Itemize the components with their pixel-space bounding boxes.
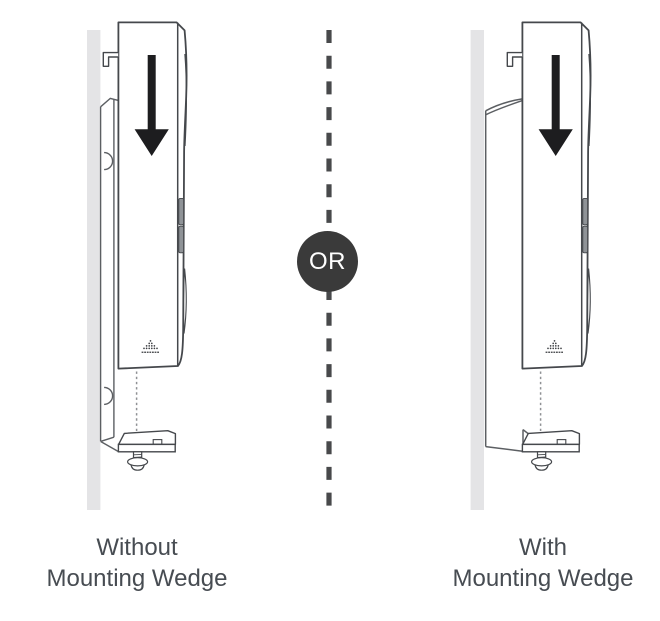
doorbell-device-left [102,21,188,472]
left-panel-illustration [87,21,188,510]
bracket-notch-upper [104,151,114,171]
doorbell-device-right [506,21,592,472]
caption-line-1: Without [96,534,178,561]
caption-line-2: Mounting Wedge [46,565,228,592]
bracket-notch-lower [104,386,114,406]
or-label: OR [309,247,346,275]
wall-strip-right [470,30,484,510]
caption-line-2: Mounting Wedge [452,565,634,592]
wall-strip-left [87,30,101,510]
or-badge: OR [297,231,358,292]
caption-without-wedge: Without Mounting Wedge [7,532,267,594]
mounting-bracket [99,97,119,453]
caption-line-1: With [519,534,567,561]
right-panel-illustration [470,21,592,510]
caption-with-wedge: With Mounting Wedge [413,532,660,594]
